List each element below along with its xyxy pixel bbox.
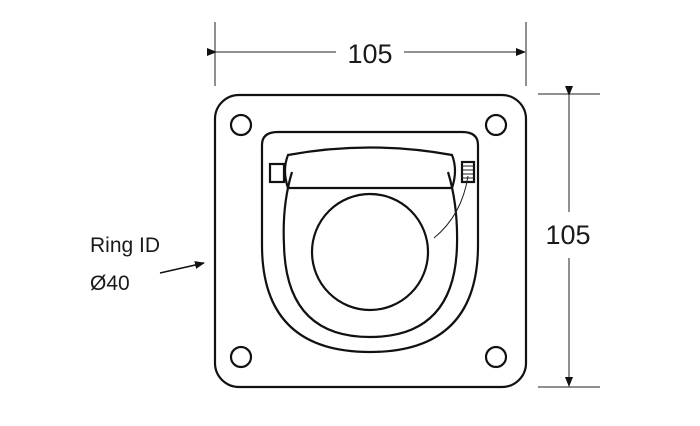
mounting-hole-top-right (484, 113, 508, 137)
annotation-line1: Ring ID (90, 234, 160, 257)
recess-pocket (260, 130, 480, 354)
spring-wire (433, 175, 469, 239)
annotation-leader-arrow (159, 261, 205, 274)
height-label: 105 (545, 220, 590, 250)
width-dimension: 105 (207, 22, 527, 86)
width-label: 105 (347, 39, 392, 69)
hinge-pin-left (268, 162, 286, 184)
mounting-hole-bottom-left (229, 345, 253, 369)
hinge-pin-right (460, 160, 476, 184)
hinge-pin-right-threads (463, 165, 473, 179)
annotation-line2: Ø40 (90, 272, 130, 295)
ring-hinge-bar (283, 146, 457, 190)
ring-outer (282, 171, 459, 339)
height-dimension: 105 (538, 86, 600, 388)
mounting-holes (229, 113, 508, 369)
ring-inner-opening (310, 192, 430, 312)
mounting-hole-top-left (229, 113, 253, 137)
base-plate (213, 93, 528, 389)
mounting-hole-bottom-right (484, 345, 508, 369)
ring-id-annotation: Ring ID Ø40 (90, 234, 205, 295)
